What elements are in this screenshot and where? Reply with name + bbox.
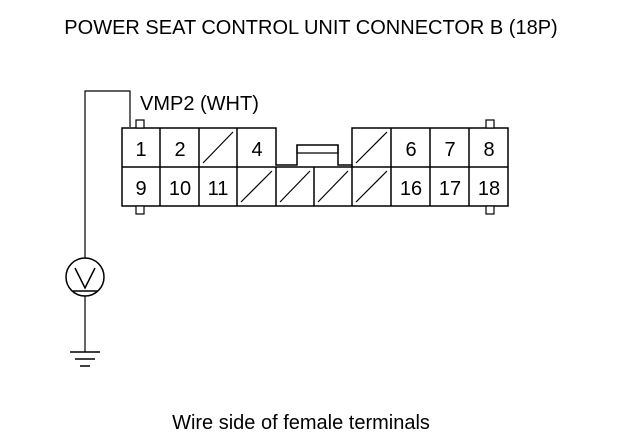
ground-icon	[70, 351, 100, 367]
pin-label: 9	[135, 178, 146, 200]
pin-labels: 1 2 4 6 7 8 9 10 11 16 17 18	[135, 139, 500, 200]
diagram-title: POWER SEAT CONTROL UNIT CONNECTOR B (18P…	[64, 17, 557, 39]
pin-label: 11	[208, 178, 229, 200]
pin-label: 2	[174, 139, 185, 161]
pin-label: 17	[439, 178, 461, 200]
pin-label: 8	[483, 139, 494, 161]
connector-tabs	[135, 119, 495, 215]
pin-label: 16	[400, 178, 422, 200]
pin-label: 6	[405, 139, 416, 161]
caption: Wire side of female terminals	[172, 412, 430, 434]
connector-housing	[121, 127, 509, 207]
pin-label: 18	[478, 178, 500, 200]
pin-label: 10	[169, 178, 191, 200]
probe-wire	[84, 90, 131, 258]
pin-label: 4	[251, 139, 262, 161]
pin-label: 1	[135, 139, 146, 161]
empty-cavity-hatches	[202, 131, 388, 203]
voltmeter-icon	[65, 257, 105, 297]
wire-label: VMP2 (WHT)	[140, 93, 259, 115]
pin-label: 7	[444, 139, 455, 161]
